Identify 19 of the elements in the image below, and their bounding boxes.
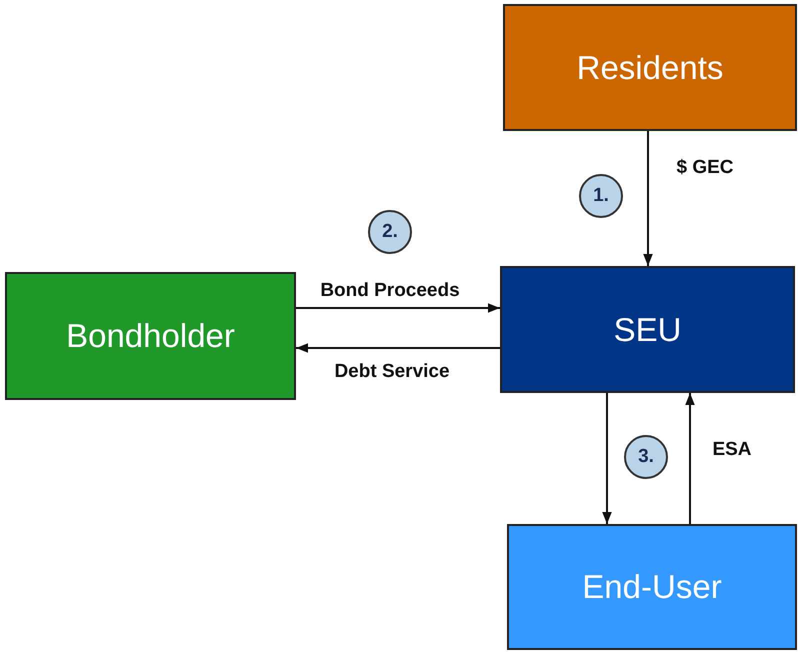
- node-label: SEU: [614, 310, 682, 348]
- node-label: 3.: [638, 446, 654, 468]
- entity-box: [5, 272, 296, 400]
- arrow: [643, 131, 653, 266]
- step-number-circle: [368, 210, 412, 254]
- node-label: Bondholder: [66, 317, 235, 355]
- arrow: [602, 393, 612, 524]
- entity-box: [503, 4, 797, 131]
- entity-box: [507, 524, 797, 650]
- arrow: [296, 303, 500, 313]
- entity-box: [500, 266, 795, 393]
- step-number-circle: [624, 435, 668, 479]
- node-label: End-User: [582, 568, 722, 606]
- node-label: 1.: [593, 185, 609, 207]
- node-label: 2.: [382, 221, 398, 243]
- arrow: [685, 393, 695, 524]
- arrow: [296, 343, 500, 353]
- step-number-circle: [579, 174, 623, 218]
- node-label: Residents: [576, 48, 724, 86]
